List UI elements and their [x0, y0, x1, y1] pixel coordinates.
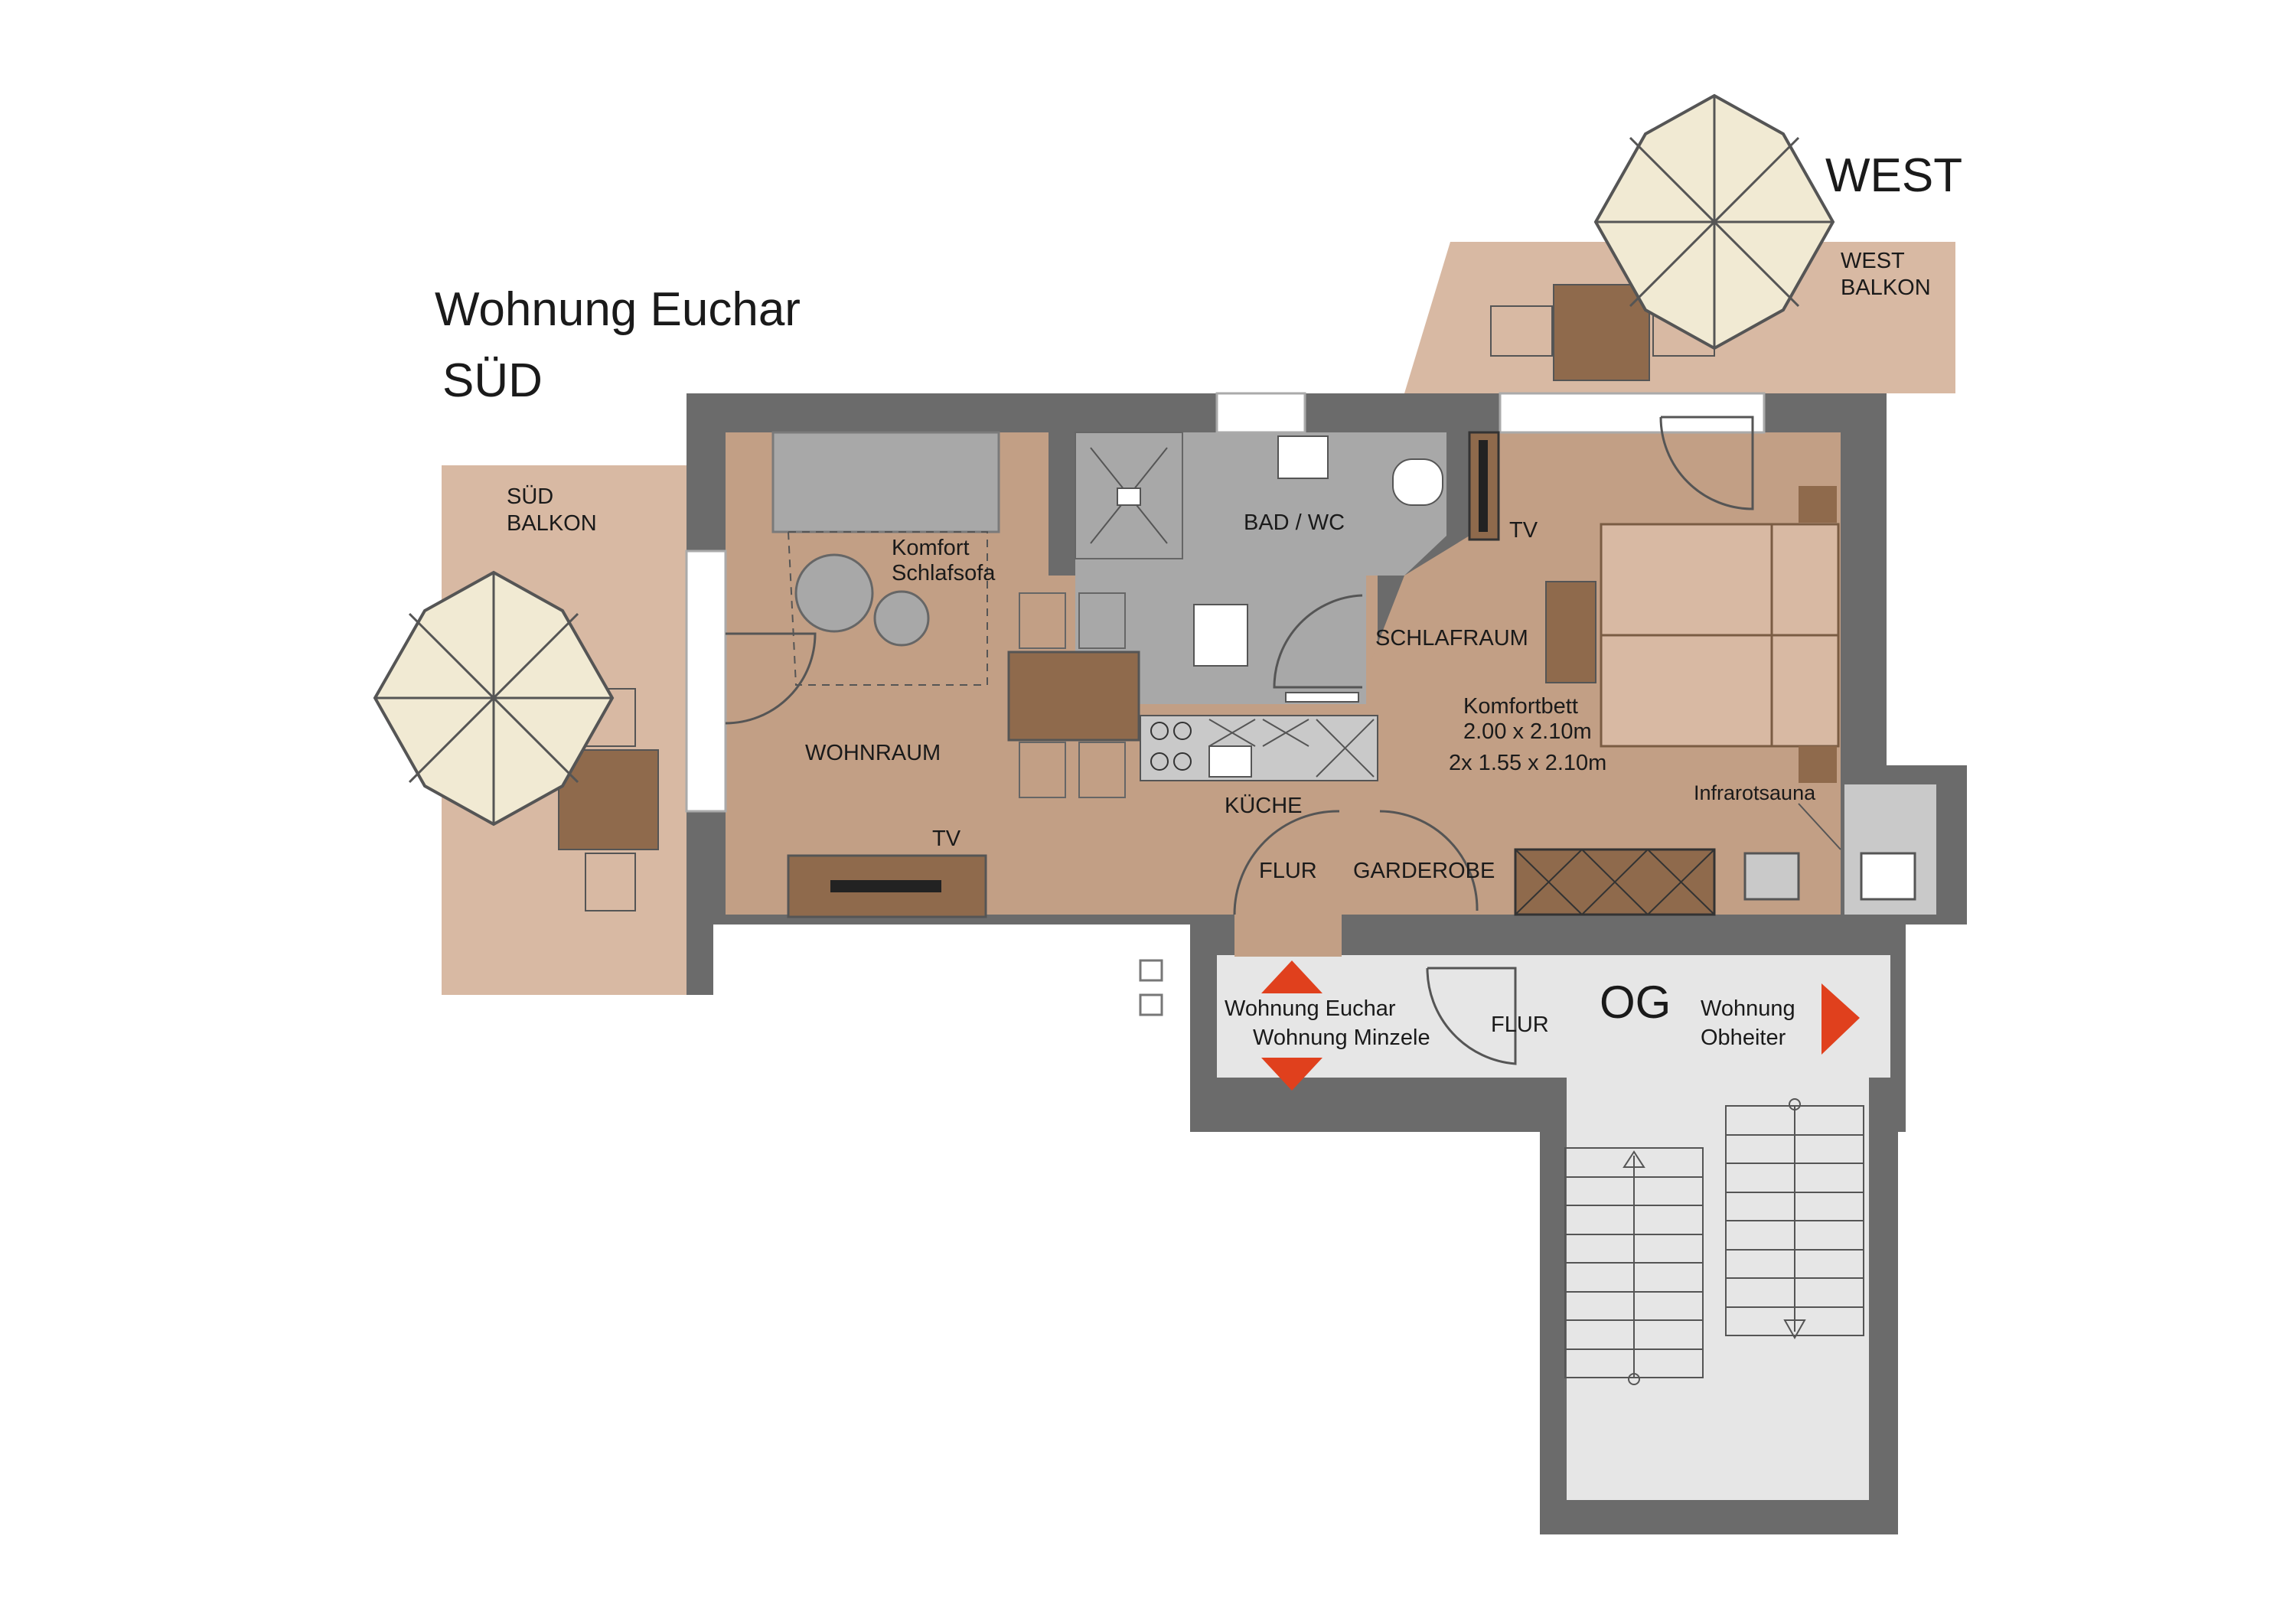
stair-start: [1628, 1373, 1640, 1385]
arrow-right-icon: [1821, 983, 1860, 1055]
label-sud-balkon-2: BALKON: [507, 511, 597, 536]
dining-table: [1007, 651, 1140, 742]
sofa: [771, 431, 1000, 533]
label-west-balkon-1: WEST: [1841, 249, 1905, 273]
chair: [1019, 592, 1066, 649]
stair-floor: [1567, 1071, 1869, 1500]
stove: [1173, 752, 1192, 771]
tv-screen: [1479, 440, 1488, 532]
washbasin-top: [1277, 435, 1329, 479]
nightstand: [1799, 486, 1837, 523]
wall-pier-left: [687, 918, 713, 995]
door-arc-og: [1426, 967, 1517, 1065]
chair: [1019, 742, 1066, 798]
toilet: [1392, 458, 1443, 506]
window-schlaf: [1499, 392, 1766, 434]
round-table: [794, 553, 874, 633]
door-arc-schlaf: [1659, 416, 1754, 510]
label-flur-og: FLUR: [1491, 1013, 1549, 1037]
window-bath: [1215, 392, 1306, 434]
label-bett-3: 2x 1.55 x 2.10m: [1449, 751, 1606, 775]
label-wohnung-minzele: Wohnung Minzele: [1253, 1026, 1430, 1050]
chair-sauna: [1743, 852, 1800, 901]
label-bett-2: 2.00 x 2.10m: [1463, 719, 1592, 744]
flur-floor: [1234, 804, 1380, 915]
umbrella-icon: [1593, 93, 1835, 351]
label-wohnung-euchar: Wohnung Euchar: [1225, 996, 1396, 1021]
balcony-table-west: [1553, 284, 1650, 381]
umbrella-icon: [373, 570, 615, 827]
stove: [1150, 752, 1169, 771]
stairs-right: [1725, 1105, 1864, 1336]
label-sud: SÜD: [442, 354, 543, 407]
label-sofa-2: Schlafsofa: [892, 561, 996, 585]
arrow-up-icon: [1261, 960, 1322, 993]
chair: [1078, 592, 1126, 649]
bench: [1545, 581, 1596, 683]
label-garderobe: GARDEROBE: [1353, 859, 1495, 883]
chair: [1078, 742, 1126, 798]
stair-arrow-up-icon: [1623, 1150, 1645, 1168]
door-arc-balcony: [725, 632, 817, 725]
door-arc-bath: [1273, 594, 1363, 689]
door-arc-garderobe: [1379, 810, 1479, 911]
balcony-chair: [585, 853, 636, 911]
label-tv-schlaf: TV: [1509, 518, 1538, 543]
label-sud-balkon-1: SÜD: [507, 484, 553, 509]
sink-counter: [1193, 604, 1248, 667]
label-obheiter-1: Wohnung: [1701, 996, 1795, 1021]
label-west-balkon-2: BALKON: [1841, 276, 1931, 300]
kitchen-sink: [1208, 745, 1252, 778]
stove: [1173, 722, 1192, 740]
tv-wohn: [830, 880, 941, 892]
balcony-table-sud: [558, 749, 659, 850]
round-stool: [873, 590, 930, 647]
label-sauna: Infrarotsauna: [1694, 781, 1816, 804]
chair-sauna: [1860, 852, 1916, 901]
stair-start: [1789, 1098, 1801, 1110]
label-schlafraum: SCHLAFRAUM: [1375, 626, 1528, 651]
stairs-left: [1564, 1147, 1704, 1378]
shower-drain: [1117, 488, 1141, 506]
stair-arrow-down-icon: [1783, 1319, 1806, 1340]
arrow-down-icon: [1261, 1058, 1322, 1091]
towel-rail: [1285, 692, 1359, 703]
label-bad: BAD / WC: [1244, 510, 1345, 535]
label-tv-wohn: TV: [932, 827, 961, 851]
label-og: OG: [1600, 977, 1671, 1028]
shower: [1075, 432, 1183, 559]
window-wohn: [685, 549, 727, 813]
shaft: [1139, 959, 1163, 982]
label-obheiter-2: Obheiter: [1701, 1026, 1786, 1050]
door-arc-flur: [1233, 810, 1340, 915]
label-sofa-1: Komfort: [892, 536, 970, 560]
nightstand: [1799, 746, 1837, 783]
page-title: Wohnung Euchar: [435, 283, 801, 336]
label-kueche: KÜCHE: [1225, 794, 1303, 818]
label-bett-1: Komfortbett: [1463, 694, 1578, 719]
label-wohnraum: WOHNRAUM: [805, 741, 941, 765]
balcony-chair: [1490, 305, 1553, 357]
label-flur: FLUR: [1259, 859, 1317, 883]
shaft: [1139, 993, 1163, 1016]
label-west: WEST: [1825, 149, 1962, 202]
stove: [1150, 722, 1169, 740]
og-hall-floor: [1217, 955, 1890, 1078]
flur-entry: [1234, 907, 1342, 957]
